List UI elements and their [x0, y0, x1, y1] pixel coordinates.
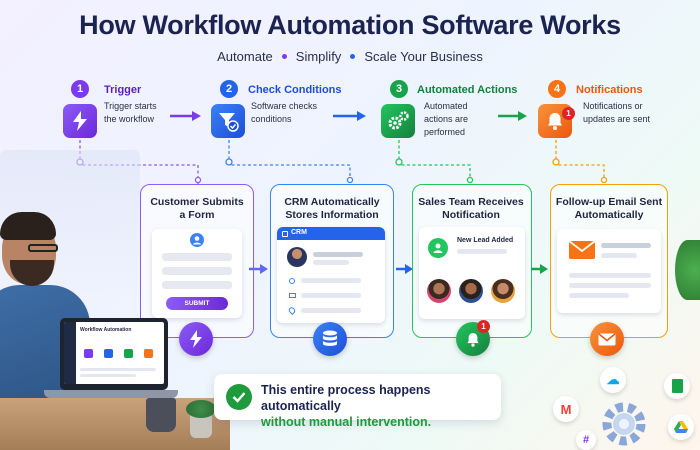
mini-step [124, 349, 133, 358]
step-title: Automated Actions [417, 84, 518, 96]
step-number: 4 [548, 80, 566, 98]
card-title: Follow-up Email Sent Automatically [555, 196, 663, 221]
subtitle-item: Simplify [295, 49, 342, 64]
laptop-screen: Workflow Automation [64, 322, 164, 384]
badge: 1 [562, 107, 575, 120]
step-desc: Trigger starts the workflow [104, 101, 157, 124]
avatar [491, 279, 515, 303]
step-title: Notifications [576, 84, 643, 96]
subtitle-item: Scale Your Business [364, 49, 483, 64]
subtitle-item: Automate [217, 49, 273, 64]
text-line [601, 253, 637, 258]
text-line [313, 252, 363, 257]
banner-text: This entire process happens automaticall… [261, 382, 501, 430]
arrow-right-icon [531, 264, 548, 274]
banner-line-2: without manual intervention. [261, 415, 432, 429]
glasses [28, 244, 58, 252]
step-desc: Software checks conditions [251, 101, 318, 124]
subtitle: Automate Simplify Scale Your Business [0, 49, 700, 64]
form-field [162, 267, 232, 275]
crm-logo-icon [282, 230, 288, 237]
laptop: Workflow Automation [60, 318, 168, 390]
text-line [569, 293, 629, 298]
mini-step [104, 349, 113, 358]
mini-step [144, 349, 153, 358]
text-line [601, 243, 651, 248]
submit-button[interactable]: SUBMIT [166, 297, 228, 310]
salesforce-icon: ☁ [600, 367, 626, 393]
card-title: Sales Team Receives Notification [418, 196, 524, 221]
page-title: How Workflow Automation Software Works [79, 10, 621, 40]
text-line [301, 308, 361, 313]
lightning-icon [63, 104, 97, 138]
email-panel [557, 229, 661, 313]
envelope-icon [569, 241, 595, 259]
step-number: 2 [220, 80, 238, 98]
text-line [80, 368, 156, 371]
check-circle-icon [226, 384, 252, 410]
gears-icon [381, 104, 415, 138]
avatar [459, 279, 483, 303]
step-title: Trigger [104, 84, 142, 96]
gear-icon [598, 398, 650, 450]
gmail-icon: M [553, 396, 579, 422]
drive-icon [668, 414, 694, 440]
step-number: 3 [390, 80, 408, 98]
arrow-right-icon [396, 264, 413, 274]
slack-icon: # [576, 430, 596, 450]
arrow-right-icon [498, 111, 527, 121]
notice-title: New Lead Added [457, 237, 514, 244]
step-desc: Notifications or updates are sent [583, 101, 651, 124]
coffee-mug [146, 398, 176, 432]
laptop-screen-title: Workflow Automation [80, 327, 132, 333]
step-title: Check Conditions [248, 84, 342, 96]
info-banner: This entire process happens automaticall… [214, 374, 501, 429]
subtitle-dot [281, 54, 287, 60]
card-title: Customer Submits a Form [150, 196, 244, 221]
banner-line-1: This entire process happens automaticall… [261, 383, 431, 413]
mini-step [84, 349, 93, 358]
text-line [80, 374, 136, 377]
form-field [162, 281, 232, 289]
person-hair [0, 212, 56, 240]
arrow-right-icon [170, 111, 201, 121]
plant [675, 240, 700, 300]
badge: 1 [477, 320, 490, 333]
location-icon [287, 305, 297, 316]
text-line [569, 283, 651, 288]
form-field [162, 253, 232, 261]
text-line [313, 260, 349, 265]
person-beard [10, 260, 54, 286]
sheets-icon [664, 373, 690, 399]
lightning-icon [179, 322, 213, 356]
form-panel: SUBMIT [152, 229, 242, 318]
screen-sidebar [64, 322, 76, 384]
laptop-base [44, 390, 178, 398]
text-line [301, 293, 361, 298]
text-line [457, 249, 507, 254]
text-line [301, 278, 361, 283]
plant [190, 414, 212, 438]
crm-header [277, 227, 385, 240]
database-icon [313, 322, 347, 356]
arrow-right-icon [249, 264, 268, 274]
avatar [287, 247, 307, 267]
user-icon [428, 238, 448, 258]
user-icon [190, 233, 204, 247]
crm-panel: CRM [277, 227, 385, 323]
plant-leaves [186, 400, 216, 418]
filter-check-icon [211, 104, 245, 138]
step-desc: Automated actions are performed [424, 101, 469, 137]
subtitle-dot [350, 54, 356, 60]
arrow-right-icon [333, 111, 366, 121]
text-line [569, 273, 651, 278]
crm-label: CRM [291, 229, 307, 236]
card-title: CRM Automatically Stores Information [284, 196, 380, 221]
avatar [427, 279, 451, 303]
notification-panel: New Lead Added [419, 227, 525, 319]
phone-icon [289, 278, 295, 284]
email-icon [590, 322, 624, 356]
mail-icon [289, 293, 296, 298]
step-number: 1 [71, 80, 89, 98]
